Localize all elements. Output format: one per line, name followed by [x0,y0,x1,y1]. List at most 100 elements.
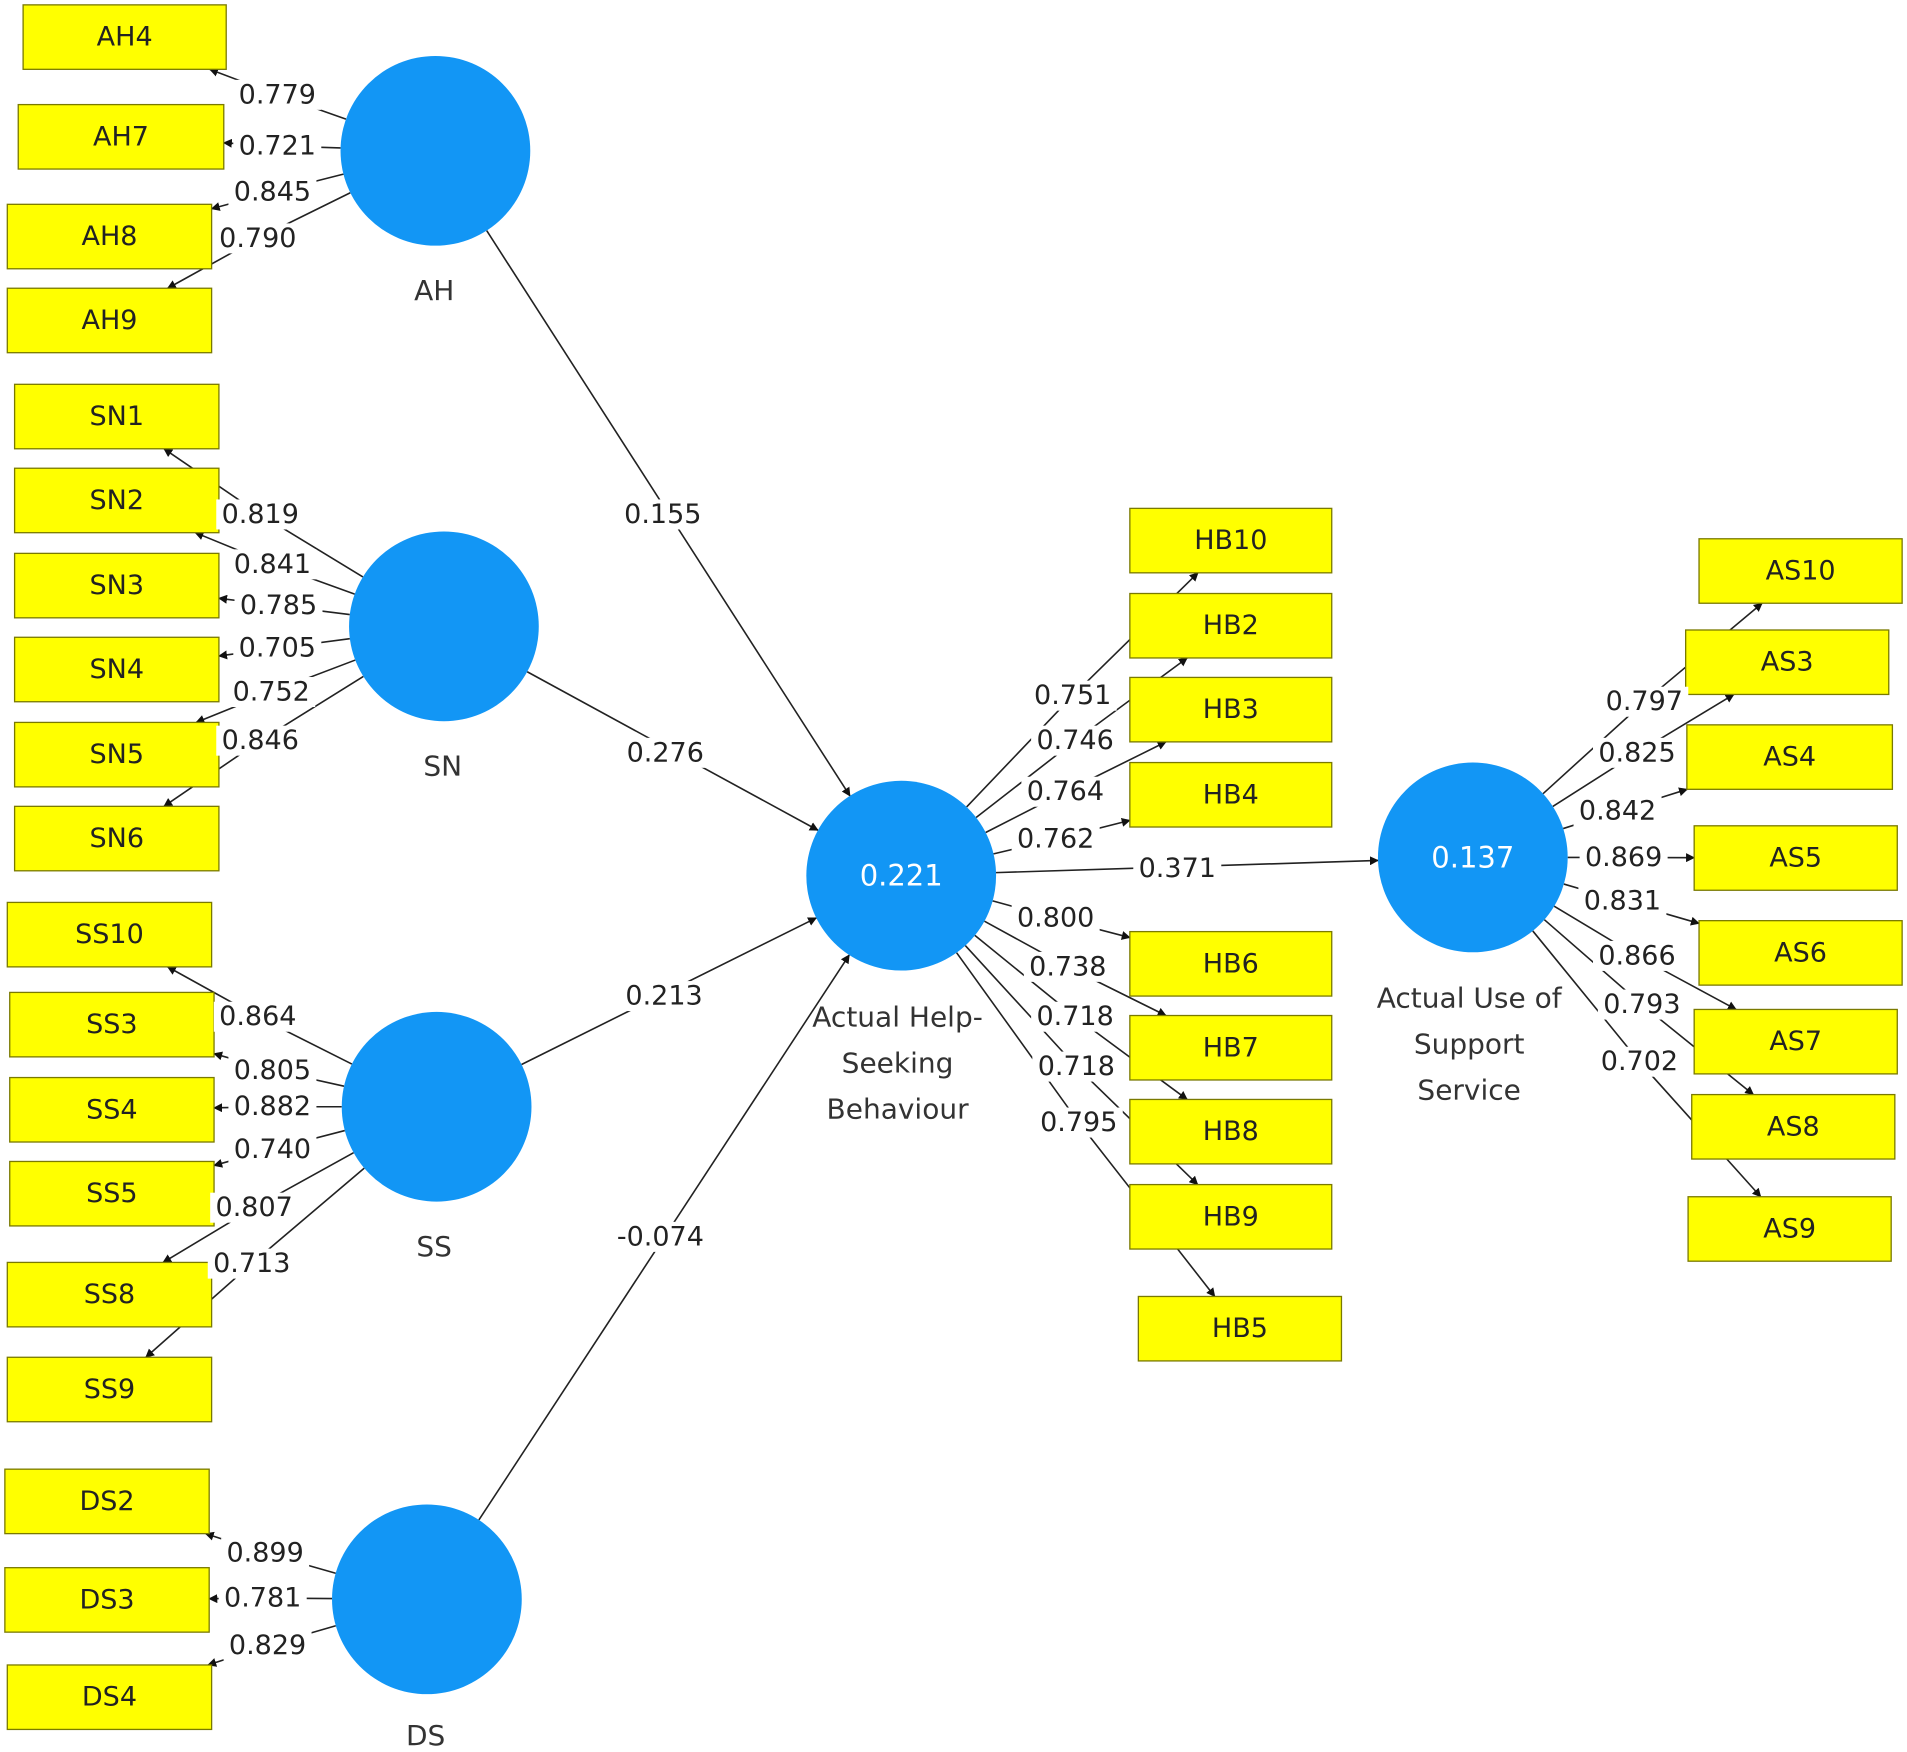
indicator-ss8[interactable]: SS8 [6,1261,213,1328]
indicator-box[interactable] [22,4,227,70]
indicator-box[interactable] [6,901,213,968]
indicator-box[interactable] [1129,507,1333,574]
indicator-hb8[interactable]: HB8 [1129,1098,1333,1165]
construct-hb[interactable]: 0.221 [806,780,997,971]
indicator-box[interactable] [9,1076,215,1143]
construct-circle[interactable] [806,780,997,971]
indicator-as4[interactable]: AS4 [1686,724,1894,790]
indicator-hb3[interactable]: HB3 [1129,676,1333,743]
indicator-as5[interactable]: AS5 [1693,825,1898,891]
indicator-box[interactable] [1129,930,1333,997]
indicator-box[interactable] [1693,1008,1898,1075]
indicator-as9[interactable]: AS9 [1687,1196,1892,1262]
outer-loading-sn4-background [233,633,322,664]
indicator-as7[interactable]: AS7 [1693,1008,1898,1075]
outer-loading-ds3-background [218,1583,307,1614]
indicator-box[interactable] [4,1468,210,1535]
indicator-ds3[interactable]: DS3 [4,1567,210,1633]
indicator-box[interactable] [9,991,215,1058]
construct-circle[interactable] [332,1504,522,1695]
construct-ah[interactable] [340,55,531,246]
indicator-label: AH7 [93,121,149,152]
indicator-ds4[interactable]: DS4 [6,1664,213,1731]
outer-loading-as8-text: 0.793 [1603,989,1680,1020]
indicator-sn1[interactable]: SN1 [13,383,220,450]
indicator-ss4[interactable]: SS4 [9,1076,215,1143]
indicator-box[interactable] [1685,629,1890,696]
outer-loading-hb7-background [1023,951,1112,982]
indicator-ss5[interactable]: SS5 [9,1160,215,1227]
indicator-label: SS9 [84,1374,135,1405]
indicator-sn2[interactable]: SN2 [13,467,220,534]
indicator-hb2[interactable]: HB2 [1129,592,1333,659]
indicator-box[interactable] [6,1664,213,1731]
construct-circle[interactable] [1377,762,1568,953]
outer-loading-ss10-text: 0.864 [219,1001,296,1032]
indicator-box[interactable] [1129,592,1333,659]
indicator-hb9[interactable]: HB9 [1129,1183,1333,1250]
indicator-as3[interactable]: AS3 [1685,629,1890,696]
indicator-box[interactable] [1693,825,1898,891]
indicator-box[interactable] [9,1160,215,1227]
indicator-ah7[interactable]: AH7 [17,103,225,170]
indicator-ss10[interactable]: SS10 [6,901,213,968]
indicator-box[interactable] [1129,1183,1333,1250]
indicator-box[interactable] [13,383,220,450]
indicator-box[interactable] [6,1261,213,1328]
indicator-box[interactable] [1691,1093,1896,1160]
indicator-hb5[interactable]: HB5 [1137,1295,1343,1362]
construct-circle[interactable] [340,55,531,246]
indicator-label: SS5 [86,1178,137,1209]
indicator-box[interactable] [6,1356,213,1423]
indicator-box[interactable] [1129,761,1333,828]
indicator-label: AH4 [97,22,153,53]
indicator-box[interactable] [6,287,213,354]
indicator-box[interactable] [1698,538,1903,604]
outer-loading-ss3-text: 0.805 [234,1055,311,1086]
indicator-ss9[interactable]: SS9 [6,1356,213,1423]
outer-loading-ah8-background [228,177,317,208]
construct-as[interactable]: 0.137 [1377,762,1568,953]
construct-sn[interactable] [349,531,539,722]
construct-circle[interactable] [349,531,539,722]
indicator-box[interactable] [1698,920,1903,986]
path-coefficient-sn-hb-background [621,737,710,768]
indicator-hb6[interactable]: HB6 [1129,930,1333,997]
indicator-as8[interactable]: AS8 [1691,1093,1896,1160]
indicator-hb10[interactable]: HB10 [1129,507,1333,574]
path-coefficient-sn-hb: 0.276 [621,737,710,768]
indicator-as10[interactable]: AS10 [1698,538,1903,604]
indicator-box[interactable] [13,467,220,534]
indicator-as6[interactable]: AS6 [1698,920,1903,986]
indicator-ds2[interactable]: DS2 [4,1468,210,1535]
indicator-box[interactable] [6,203,213,270]
indicator-hb7[interactable]: HB7 [1129,1014,1333,1081]
indicator-box[interactable] [13,552,220,619]
path-coefficient-sn-hb-text: 0.276 [627,737,704,768]
indicator-sn5[interactable]: SN5 [13,721,220,788]
indicator-ah8[interactable]: AH8 [6,203,213,270]
indicator-box[interactable] [13,636,220,703]
indicator-ss3[interactable]: SS3 [9,991,215,1058]
indicator-box[interactable] [13,805,220,872]
indicator-box[interactable] [1687,1196,1892,1262]
indicator-hb4[interactable]: HB4 [1129,761,1333,828]
indicator-box[interactable] [1129,1098,1333,1165]
indicator-label: HB5 [1212,1313,1268,1344]
construct-ss[interactable] [341,1011,532,1202]
indicator-box[interactable] [1129,1014,1333,1081]
indicator-ah9[interactable]: AH9 [6,287,213,354]
indicator-sn6[interactable]: SN6 [13,805,220,872]
construct-ds[interactable] [332,1504,522,1695]
indicator-box[interactable] [17,103,225,170]
indicator-box[interactable] [4,1567,210,1633]
construct-circle[interactable] [341,1011,532,1202]
indicator-box[interactable] [1686,724,1894,790]
indicator-box[interactable] [1129,676,1333,743]
indicator-sn3[interactable]: SN3 [13,552,220,619]
indicator-ah4[interactable]: AH4 [22,4,227,70]
outer-loading-hb9-text: 0.718 [1038,1051,1115,1082]
indicator-sn4[interactable]: SN4 [13,636,220,703]
indicator-box[interactable] [1137,1295,1343,1362]
outer-loading-hb8: 0.718 [1031,1001,1120,1032]
